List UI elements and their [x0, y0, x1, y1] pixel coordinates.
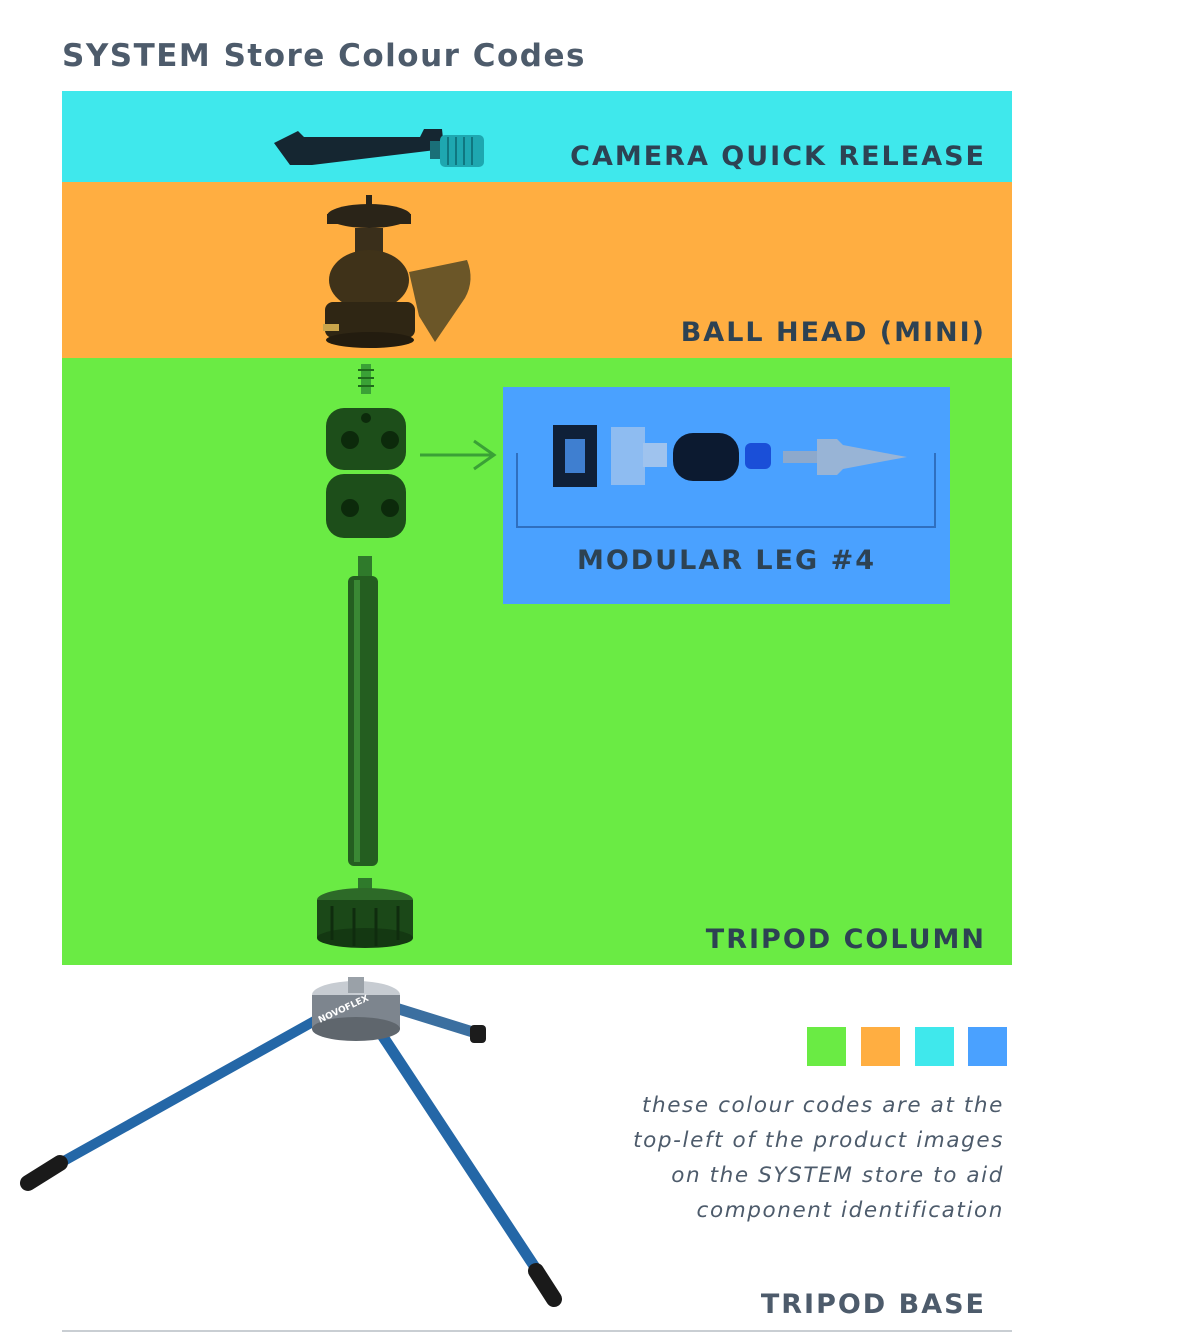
legend-note-line: top-left of the product images [633, 1128, 1004, 1153]
legend-note-line: on the SYSTEM store to aid [671, 1163, 1004, 1188]
legend-note: these colour codes are at the top-left o… [633, 1088, 1004, 1228]
bottom-divider [62, 1330, 1012, 1332]
arrow-right-icon [420, 439, 497, 471]
ball-head-image [323, 195, 471, 348]
legend-swatch-cyan [915, 1027, 954, 1066]
modular-leg-parts-image [516, 425, 936, 528]
page-title: SYSTEM Store Colour Codes [62, 38, 586, 74]
legend-swatch-blue [968, 1027, 1007, 1066]
modular-leg-label: MODULAR LEG #4 [576, 545, 877, 576]
ball-head-label: BALL HEAD (MINI) [680, 317, 986, 348]
legend-note-line: component identification [696, 1198, 1004, 1223]
quick-release-clamp-image [274, 129, 484, 167]
legend-swatch-green [807, 1027, 846, 1066]
ball-head-band: BALL HEAD (MINI) [62, 182, 1012, 358]
tripod-column-label: TRIPOD COLUMN [705, 924, 986, 955]
modular-leg-box: MODULAR LEG #4 [503, 387, 950, 604]
legend-note-line: these colour codes are at the [641, 1093, 1004, 1118]
legend-swatch-orange [861, 1027, 900, 1066]
camera-quick-release-label: CAMERA QUICK RELEASE [570, 141, 986, 172]
tripod-column-parts-image [317, 364, 413, 948]
camera-quick-release-band: CAMERA QUICK RELEASE [62, 91, 1012, 182]
ball-head-brand-badge [323, 324, 339, 331]
tripod-base-image: NOVOFLEX [20, 977, 562, 1307]
tripod-base-label: TRIPOD BASE [760, 1289, 986, 1320]
